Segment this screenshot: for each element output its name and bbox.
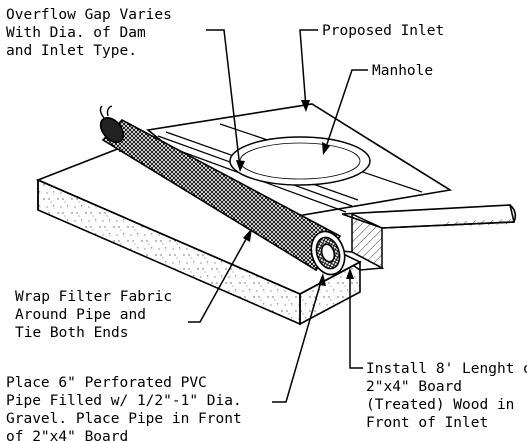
label-install-board: Install 8' Lenght of 2"x4" Board (Treate…	[366, 361, 527, 431]
svg-text:of 2"x4" Board: of 2"x4" Board	[6, 429, 128, 441]
svg-text:With Dia. of Dam: With Dia. of Dam	[6, 25, 146, 41]
leader-arrowheads	[236, 100, 354, 286]
svg-text:Tie Both Ends: Tie Both Ends	[15, 325, 129, 341]
ledge-hatch	[440, 219, 514, 227]
svg-text:Install 8' Lenght of: Install 8' Lenght of	[366, 361, 527, 377]
svg-text:Around Pipe and: Around Pipe and	[15, 307, 146, 323]
label-manhole: Manhole	[372, 63, 433, 79]
leader-lines	[188, 29, 368, 403]
label-proposed-inlet: Proposed Inlet	[322, 23, 444, 39]
svg-text:Wrap Filter Fabric: Wrap Filter Fabric	[15, 289, 172, 305]
label-wrap-filter: Wrap Filter Fabric Around Pipe and Tie B…	[15, 289, 172, 341]
svg-text:2"x4" Board: 2"x4" Board	[366, 379, 462, 395]
perforated-pvc-pipe	[99, 105, 346, 276]
svg-text:and Inlet Type.: and Inlet Type.	[6, 43, 137, 59]
gravel-base	[35, 147, 362, 326]
svg-text:Pipe Filled w/ 1/2"-1" Dia.: Pipe Filled w/ 1/2"-1" Dia.	[6, 393, 242, 409]
svg-text:Front of Inlet: Front of Inlet	[366, 415, 488, 431]
svg-text:Place 6" Perforated PVC: Place 6" Perforated PVC	[6, 375, 207, 391]
svg-text:Overflow Gap Varies: Overflow Gap Varies	[6, 7, 172, 23]
label-overflow-gap: Overflow Gap Varies With Dia. of Dam and…	[6, 7, 172, 59]
svg-text:(Treated) Wood in: (Treated) Wood in	[366, 397, 514, 413]
label-place-pipe: Place 6" Perforated PVC Pipe Filled w/ 1…	[6, 375, 242, 441]
svg-text:Gravel. Place Pipe in Front: Gravel. Place Pipe in Front	[6, 411, 242, 427]
manhole-opening	[229, 136, 371, 186]
